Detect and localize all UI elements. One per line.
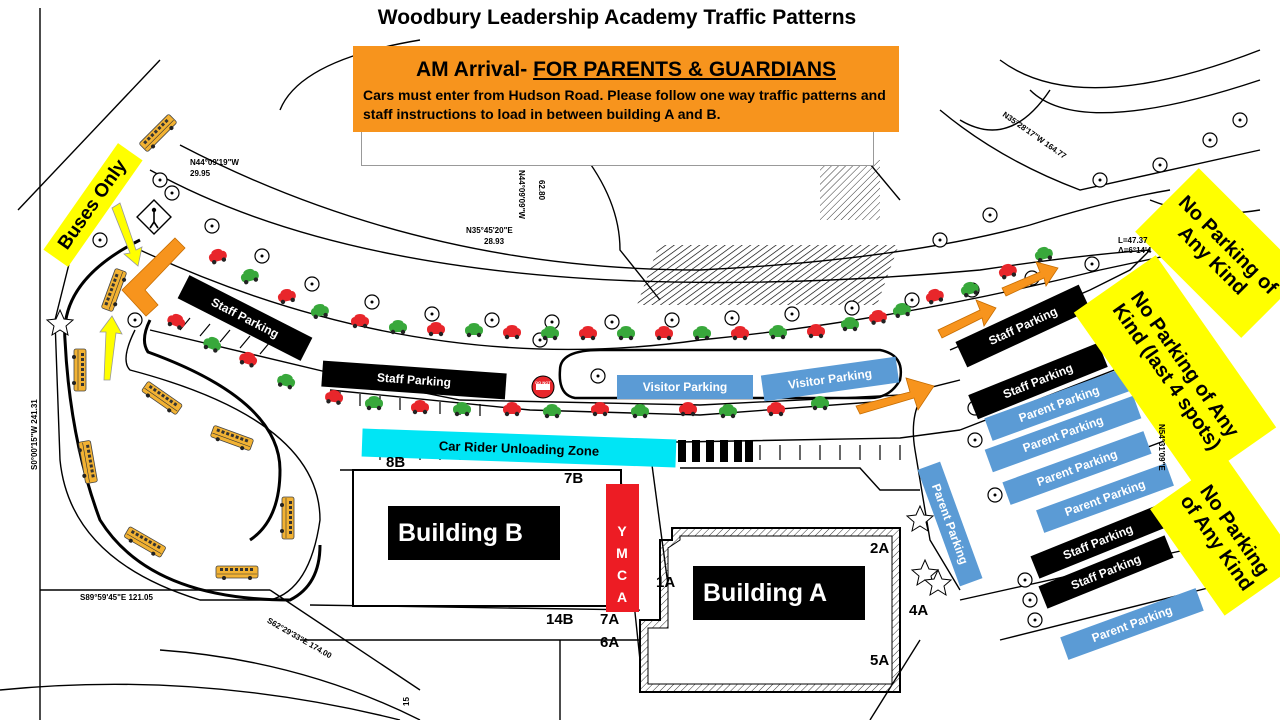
door-6a: 6A (600, 634, 620, 651)
am-arrival-subpanel (361, 132, 874, 166)
door-7a: 7A (600, 611, 620, 628)
door-14b: 14B (546, 611, 574, 628)
building-b-label: Building B (388, 506, 560, 560)
ymca-block (606, 484, 639, 612)
am-arrival-heading-audience: FOR PARENTS & GUARDIANS (533, 58, 837, 81)
door-8b: 8B (386, 454, 406, 471)
survey-bearing-1: N44°09'19"W (190, 158, 239, 167)
am-arrival-heading: AM Arrival- FOR PARENTS & GUARDIANS (353, 58, 899, 82)
survey-bearing-east: N54°31'09"E (1157, 424, 1166, 471)
survey-line-west: S0°00'15"W 241.31 (30, 399, 39, 470)
door-5a: 5A (870, 652, 890, 669)
ymca-label: Y M C A (616, 523, 628, 605)
survey-bearing-3: N44°09'09"W (517, 170, 526, 219)
survey-bearing-2: N35°45'20"E (466, 226, 513, 235)
survey-curve-length: L=47.37 (1118, 236, 1148, 245)
survey-distance-1: 29.95 (190, 169, 211, 178)
visitor-parking-label-1: Visitor Parking (617, 375, 753, 399)
door-7b: 7B (564, 470, 584, 487)
door-2a: 2A (870, 540, 890, 557)
page-title: Woodbury Leadership Academy Traffic Patt… (377, 6, 857, 29)
am-arrival-heading-prefix: AM Arrival- (415, 58, 528, 81)
am-arrival-notice: AM Arrival- FOR PARENTS & GUARDIANS Cars… (353, 46, 899, 132)
do-not-enter-label: DO NOT ENTER (535, 380, 551, 390)
survey-distance-2: 28.93 (484, 237, 505, 246)
survey-distance-3: 62.80 (537, 180, 546, 201)
door-1a: 1A (656, 574, 676, 591)
building-a-label: Building A (693, 566, 865, 620)
survey-line-south: S89°59'45"E 121.05 (80, 593, 153, 602)
door-4a: 4A (909, 602, 929, 619)
survey-marker-bottom: 15 (402, 697, 411, 706)
am-arrival-instructions: Cars must enter from Hudson Road. Please… (363, 87, 886, 122)
survey-curve-angle: Δ=6°14'4 (1118, 246, 1152, 255)
